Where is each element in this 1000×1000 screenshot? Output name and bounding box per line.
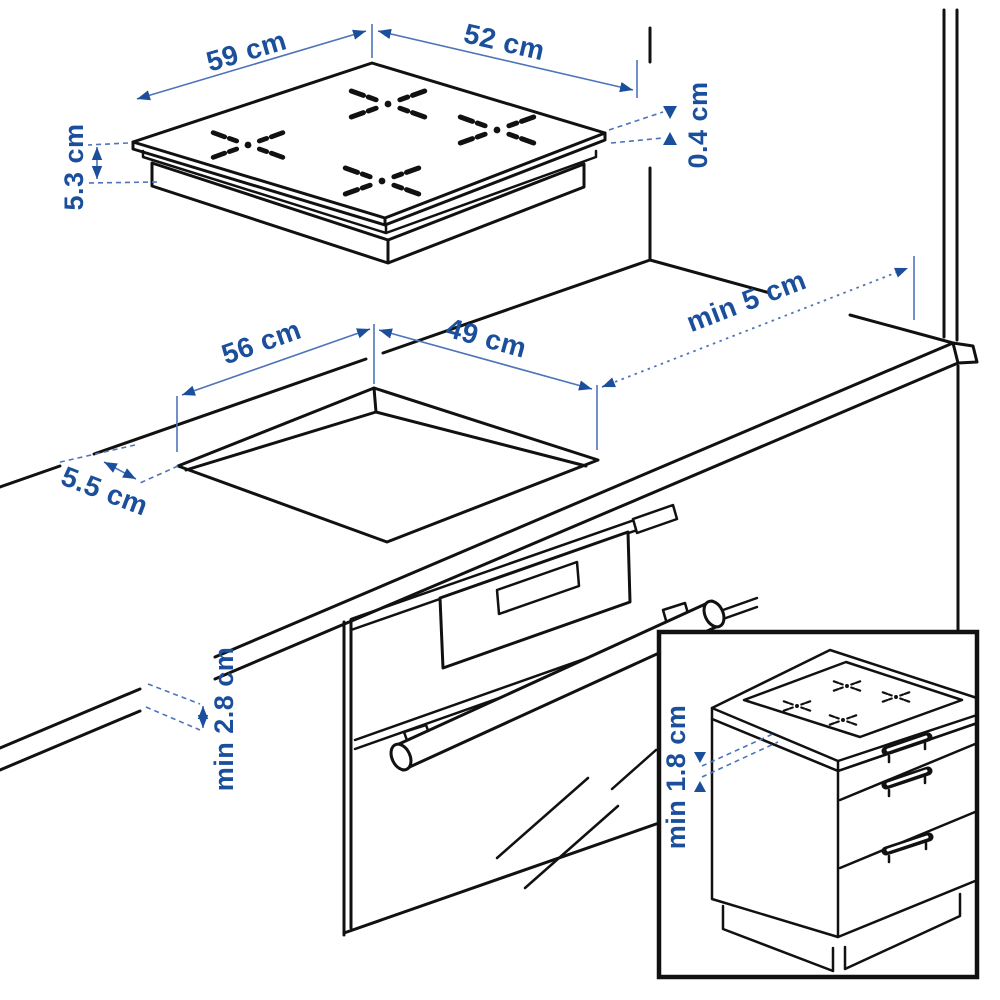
extension-dashes-04: [608, 111, 664, 144]
dimension-line-59cm: [136, 29, 367, 101]
worktop-cutout: [176, 386, 600, 544]
oven-handle: [389, 599, 726, 772]
tall-unit-side-panel: [942, 8, 959, 342]
oven-door-reflections: [495, 748, 658, 890]
drawer-clearance-dimension: min 1.8 cm: [661, 705, 779, 850]
dimension-line-49cm: [378, 328, 593, 391]
oven-display-window: [495, 560, 581, 616]
worktop-illustration: [0, 258, 979, 772]
cooktop-glass-top: [131, 61, 607, 220]
arrow-down-18: [694, 752, 706, 763]
cooktop-depth-label: 52 cm: [461, 18, 548, 67]
worktop-min-thickness-label: min 2.8 cm: [209, 647, 239, 792]
extension-dashes-55: [55, 444, 179, 484]
inset-drawer-handles: [881, 732, 934, 864]
cutout-width-label: 56 cm: [218, 314, 306, 371]
glass-thickness-label: 0.4 cm: [683, 81, 713, 168]
cooktop-glass-edge: [131, 131, 607, 227]
arrow-down-04: [663, 106, 677, 119]
oven-illustration: [342, 503, 759, 937]
dimension-line-52cm: [377, 28, 634, 93]
extension-dashes-18: [701, 732, 779, 778]
extension-dashes-53: [87, 142, 158, 184]
dimension-line-min5cm: [601, 267, 909, 388]
inset-burner-markings: [782, 680, 911, 726]
drawer-handle: [881, 732, 933, 764]
cooktop-height-label: 5.3 cm: [59, 123, 89, 210]
drawer-clearance-label: min 1.8 cm: [661, 705, 691, 850]
inset-cooktop-glass: [742, 660, 964, 739]
cooktop-illustration: [131, 61, 607, 265]
drawer-handle: [881, 832, 934, 864]
extension-lines-top: [371, 24, 638, 98]
dimension-line-56cm: [181, 328, 371, 396]
arrow-up-04: [663, 132, 677, 145]
oven-latch-tab: [631, 503, 679, 535]
cooktop-step: [141, 149, 598, 235]
dimension-line-55: [103, 461, 137, 480]
wall-lines: [648, 8, 960, 632]
cutout-dimensions: 56 cm 49 cm min 5 cm 5.5 cm: [55, 256, 915, 522]
inset-panel-border: [656, 629, 980, 980]
worktop-end-cap: [951, 341, 979, 365]
cooktop-housing: [150, 161, 586, 265]
inset-panel: min 1.8 cm: [656, 629, 980, 980]
cutout-depth-label: 49 cm: [443, 312, 530, 364]
oven-cabinet-left-edge: [342, 618, 353, 937]
drawer-handle: [881, 766, 933, 798]
worktop-thickness-dimension: min 2.8 cm: [145, 647, 239, 792]
inset-cabinet-plinth: [721, 892, 962, 973]
oven-door-bottom: [342, 821, 661, 935]
worktop-front-edge-bottom: [0, 361, 960, 772]
extension-dashes-28: [145, 683, 201, 731]
cooktop-width-label: 59 cm: [203, 24, 290, 77]
worktop-front-edge-top: [0, 341, 955, 750]
arrow-up-18: [694, 781, 706, 792]
extension-lines-cutout: [176, 256, 915, 452]
cutout-front-offset-label: 5.5 cm: [57, 460, 152, 521]
